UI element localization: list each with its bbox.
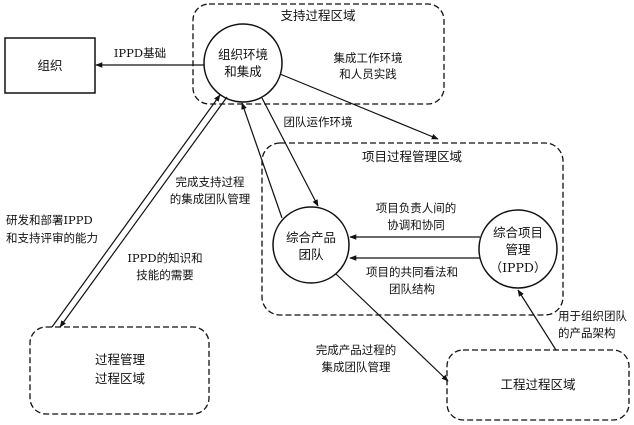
env-practice-line2: 和人员实践 [339, 67, 397, 81]
support-region [192, 3, 445, 105]
arrow-process-to-org-2 [59, 96, 228, 328]
ippd-line3: （IPPD） [490, 260, 547, 275]
arrow-team-env [261, 97, 319, 207]
process-mgmt-region [29, 326, 210, 415]
deploy-ippd-line1: 研发和部署IPPD [6, 213, 93, 227]
arrow-product-arch [517, 289, 557, 351]
support-region-title: 支持过程区域 [280, 8, 355, 23]
support-team-mgmt-line2: 的集成团队管理 [170, 192, 251, 206]
ippd-knowledge-line1: IPPD的知识和 [127, 251, 202, 265]
support-team-mgmt-line1: 完成支持过程 [176, 175, 245, 189]
project-region [261, 142, 564, 316]
product-team-mgmt-line1: 完成产品过程的 [316, 343, 397, 357]
ippd-line2: 管理 [505, 242, 531, 257]
org-env-line2: 和集成 [224, 64, 262, 79]
coordination-line1: 项目负责人间的 [376, 201, 457, 215]
deploy-ippd-line2: 和支持评审的能力 [6, 231, 98, 245]
organization-box [4, 37, 96, 94]
ipt-circle [272, 206, 350, 284]
engineering-region-title: 工程过程区域 [500, 377, 575, 392]
env-practice-line1: 集成工作环境 [334, 51, 403, 65]
arrow-process-to-org-1 [51, 94, 221, 328]
ippd-knowledge-line2: 技能的需要 [136, 268, 194, 282]
ippd-circle [478, 209, 558, 289]
arrow-support-team-mgmt [241, 102, 283, 219]
organization-label: 组织 [37, 58, 62, 73]
coordination-line2: 协调和协同 [387, 218, 445, 232]
org-env-line1: 组织环境 [218, 47, 268, 62]
project-region-title: 项目过程管理区域 [362, 149, 462, 164]
ippd-basis-label: IPPD基础 [114, 46, 166, 60]
product-arch-line1: 用于组织团队 [558, 309, 627, 323]
ippd-line1: 综合项目 [493, 225, 543, 240]
process-mgmt-line1: 过程管理 [95, 352, 146, 367]
ipt-line1: 综合产品 [286, 230, 336, 245]
process-mgmt-line2: 过程区域 [95, 371, 145, 386]
shared-vision-line1: 项目的共同看法和 [366, 265, 458, 279]
team-env-label: 团队运作环境 [284, 115, 353, 129]
ipt-line2: 团队 [298, 247, 324, 262]
org-env-circle [203, 23, 283, 103]
arrow-env-practice [279, 73, 439, 140]
product-arch-line2: 的产品架构 [558, 326, 616, 340]
engineering-region [446, 349, 630, 421]
arrow-product-team-mgmt [335, 273, 449, 382]
product-team-mgmt-line2: 集成团队管理 [322, 360, 391, 374]
shared-vision-line2: 团队结构 [389, 282, 435, 296]
